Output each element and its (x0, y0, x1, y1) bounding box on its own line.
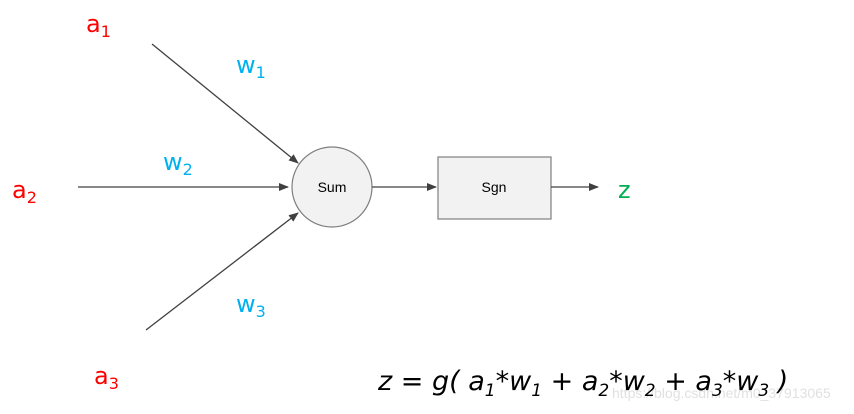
weight-label-w2: w2 (163, 148, 193, 179)
input-arrow-3 (145, 212, 299, 331)
output-label-z: z (618, 176, 631, 204)
weight-label-w1: w1 (236, 51, 266, 82)
weight-label-w3: w3 (236, 290, 266, 321)
sgn-node (437, 156, 552, 220)
input-label-a1: a1 (86, 10, 111, 41)
input-arrow-1 (151, 43, 299, 164)
sum-node-label: Sum (318, 179, 347, 195)
input-label-a3: a3 (94, 362, 119, 393)
watermark: https://blog.csdn.net/m0_37913065 (612, 385, 831, 401)
activation-formula: z = g( a1*w1 + a2*w2 + a3*w3 ) (378, 366, 789, 401)
input-label-a2: a2 (12, 176, 37, 207)
sgn-node-label: Sgn (482, 179, 507, 195)
